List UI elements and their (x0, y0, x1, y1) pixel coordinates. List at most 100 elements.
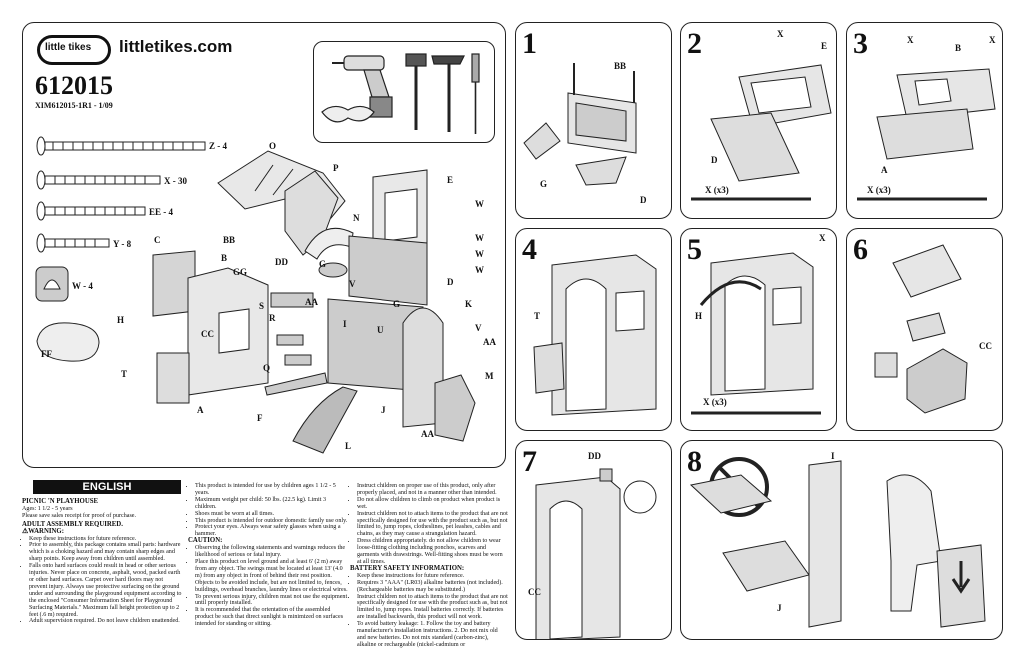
product-name: PICNIC 'N PLAYHOUSE (22, 498, 99, 505)
list-item: Do not allow children to climb on produc… (357, 497, 508, 511)
part-label: G (319, 259, 327, 269)
step-label: BB (614, 61, 627, 71)
step-4-illustration (533, 254, 657, 416)
list-item: It is recommended that the orientation o… (195, 607, 348, 628)
step-8-illustration (689, 457, 986, 628)
part-ff (36, 322, 100, 362)
part-label: F (257, 413, 263, 423)
hardware-label-ee: EE - 4 (149, 207, 174, 217)
step-label: CC (979, 341, 992, 351)
part-label: H (117, 315, 125, 325)
bolt-z (36, 136, 206, 156)
logo-text: little tikes (45, 42, 92, 53)
part-label: AA (483, 337, 496, 347)
tools-illustration (321, 53, 480, 134)
part-label: I (343, 319, 347, 329)
doc-code: XIM612015-1R1 - 1/09 (35, 101, 113, 110)
part-label: W (475, 265, 484, 275)
step-number: 5 (687, 233, 702, 266)
step-number: 3 (853, 27, 868, 60)
list-item: Observing the following statements and w… (195, 545, 348, 559)
part-label: U (377, 325, 384, 335)
step-label: X (777, 29, 784, 39)
tools-box (313, 41, 495, 143)
step-label: D (640, 195, 647, 205)
step-number: 6 (853, 233, 868, 266)
step-label: X (x3) (867, 185, 891, 195)
part-label: DD (275, 257, 288, 267)
part-label: W (475, 233, 484, 243)
step-label: J (777, 603, 782, 613)
part-label: Q (263, 363, 271, 373)
step-5-illustration (691, 252, 821, 415)
part-label: R (269, 313, 276, 323)
washer-w (35, 266, 69, 302)
part-label: O (269, 141, 277, 151)
step-label: DD (588, 451, 601, 461)
list-item: Shoes must be worn at all times. (195, 511, 348, 518)
part-label: G (393, 299, 401, 309)
step-7-illustration (535, 468, 657, 639)
list-item: Instruct children on proper use of this … (357, 483, 508, 497)
step-number: 8 (687, 445, 702, 478)
hardware-illustrations (35, 136, 476, 454)
step-6-panel: 6 CC (846, 228, 1003, 431)
step-label: X (819, 233, 826, 243)
list-item: Keep these instructions for future refer… (29, 536, 182, 543)
part-label: P (333, 163, 339, 173)
step-label: X (989, 35, 996, 45)
step-label: B (955, 43, 962, 53)
list-item: Protect your eyes. Always wear safety gl… (195, 524, 348, 538)
step-label: H (695, 311, 703, 321)
bolt-ee (36, 201, 146, 221)
brand-logo (37, 35, 111, 65)
step-4-panel: 4 T (515, 228, 672, 431)
parts-overview-panel: little tikes littletikes.com 612015 XIM6… (22, 22, 506, 468)
adult-assembly: ADULT ASSEMBLY REQUIRED. (22, 520, 123, 528)
instructions-column-1: PICNIC 'N PLAYHOUSE Ages: 1 1/2 - 5 year… (22, 498, 182, 625)
step-label: X (x3) (705, 185, 729, 195)
step-label: D (711, 155, 718, 165)
step-label: X (907, 35, 914, 45)
step-2-panel: 2 X E D X (x3) (680, 22, 837, 219)
bolt-y (36, 233, 110, 253)
list-item: This product is intended for outdoor dom… (195, 518, 348, 525)
exploded-parts-diagram (152, 150, 476, 454)
part-label: GG (233, 267, 248, 277)
bolt-x (36, 170, 161, 190)
part-label: W (475, 249, 484, 259)
list-item: Keep these instructions for future refer… (357, 573, 508, 580)
step-label: A (881, 165, 888, 175)
step-3-panel: 3 X B X A X (x3) (846, 22, 1003, 219)
part-label: L (345, 441, 352, 451)
step-number: 2 (687, 27, 702, 60)
step-6-illustration (874, 244, 968, 414)
hardware-label-y: Y - 8 (113, 239, 132, 249)
instructions-column-2: This product is intended for use by chil… (188, 483, 348, 628)
list-item: To avoid battery leakage: 1. Follow the … (357, 621, 508, 649)
list-item: Maximum weight per child: 50 lbs. (22.5 … (195, 497, 348, 511)
part-label: B (221, 253, 228, 263)
part-label: M (485, 371, 494, 381)
hardware-label-ff: FF (41, 349, 52, 359)
list-item: Prior to assembly, this package contains… (29, 542, 182, 563)
step-label: CC (528, 587, 541, 597)
list-item: Place this product on level ground and a… (195, 559, 348, 594)
part-label: S (259, 301, 265, 311)
step-number: 4 (522, 233, 537, 266)
step-1-illustration (523, 63, 637, 186)
hardware-label-x: X - 30 (164, 176, 187, 186)
part-label: BB (223, 235, 236, 245)
part-label: C (154, 235, 161, 245)
part-label: A (197, 405, 204, 415)
step-number: 7 (522, 445, 537, 478)
list-item: Instruct children not to attach items to… (357, 511, 508, 539)
battery-title: BATTERY SAFETY INFORMATION: (350, 564, 465, 572)
step-8-panel: 8 I J (680, 440, 1003, 640)
list-item: Falls onto hard surfaces could result in… (29, 563, 182, 618)
step-label: E (821, 41, 828, 51)
list-item: This product is intended for use by chil… (195, 483, 348, 497)
hardware-label-z: Z - 4 (209, 141, 227, 151)
hardware-label-w: W - 4 (72, 281, 93, 291)
step-label: T (534, 311, 541, 321)
